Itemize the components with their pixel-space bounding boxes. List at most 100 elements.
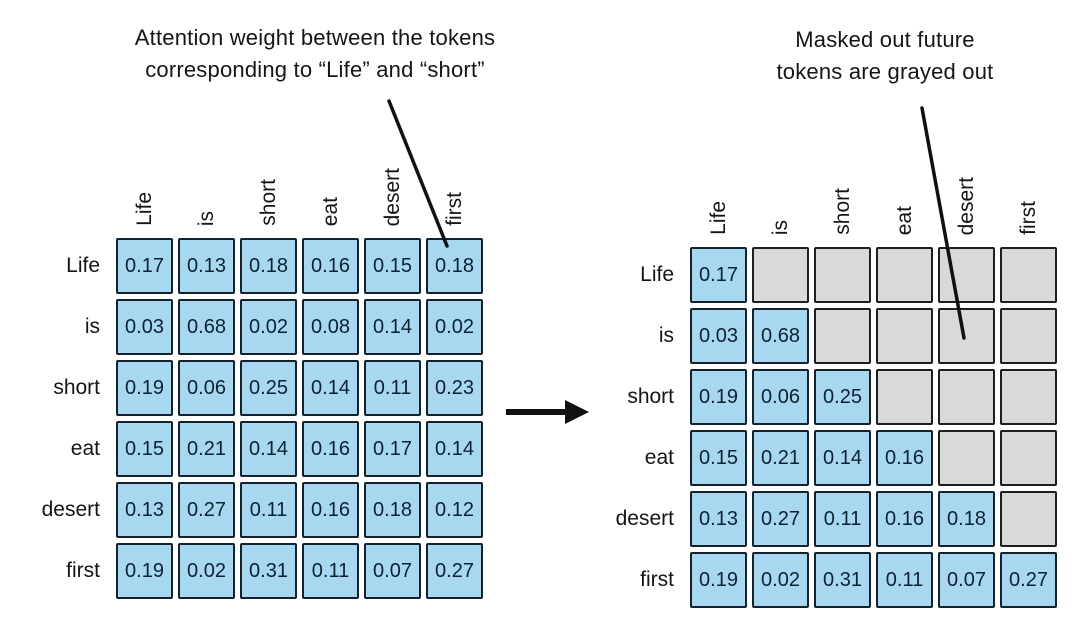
column-header-eat: eat <box>876 156 933 242</box>
masked-cell <box>938 308 995 364</box>
masked-cell <box>814 247 871 303</box>
column-header-label: is <box>768 219 792 235</box>
value-cell: 0.19 <box>690 369 747 425</box>
value-cell: 0.07 <box>364 543 421 599</box>
row-label-Life: Life <box>66 254 100 277</box>
value-cell: 0.06 <box>178 360 235 416</box>
column-header-label: eat <box>318 196 342 226</box>
value-cell: 0.15 <box>364 238 421 294</box>
value-cell: 0.16 <box>876 430 933 486</box>
value-cell: 0.02 <box>752 552 809 608</box>
row-label-short: short <box>627 385 674 408</box>
left-annotation: Attention weight between the tokens corr… <box>75 22 555 86</box>
masked-cell <box>876 247 933 303</box>
masked-cell <box>752 247 809 303</box>
row-label-desert: desert <box>41 498 100 521</box>
column-header-label: first <box>442 192 466 226</box>
value-cell: 0.27 <box>752 491 809 547</box>
row-label-is: is <box>84 315 100 338</box>
masked-cell <box>814 308 871 364</box>
column-header-desert: desert <box>364 147 421 233</box>
column-header-Life: Life <box>690 156 747 242</box>
value-cell: 0.12 <box>426 482 483 538</box>
value-cell: 0.23 <box>426 360 483 416</box>
value-cell: 0.11 <box>240 482 297 538</box>
masked-cell <box>938 369 995 425</box>
right-annotation-line2: tokens are grayed out <box>776 58 994 84</box>
matrix-corner <box>31 147 111 233</box>
masked-cell <box>876 308 933 364</box>
value-cell: 0.21 <box>752 430 809 486</box>
value-cell: 0.14 <box>364 299 421 355</box>
value-cell: 0.13 <box>178 238 235 294</box>
value-cell: 0.68 <box>752 308 809 364</box>
value-cell: 0.15 <box>690 430 747 486</box>
value-cell: 0.17 <box>364 421 421 477</box>
value-cell: 0.14 <box>814 430 871 486</box>
value-cell: 0.11 <box>302 543 359 599</box>
masked-cell <box>938 430 995 486</box>
value-cell: 0.11 <box>814 491 871 547</box>
left-annotation-line2: corresponding to “Life” and “short” <box>145 56 485 82</box>
masked-cell <box>1000 247 1057 303</box>
value-cell: 0.16 <box>302 238 359 294</box>
masked-cell <box>1000 308 1057 364</box>
column-header-label: first <box>1016 201 1040 235</box>
row-label-desert: desert <box>615 507 674 530</box>
value-cell: 0.16 <box>876 491 933 547</box>
column-header-label: short <box>256 179 280 226</box>
value-cell: 0.02 <box>426 299 483 355</box>
row-label-eat: eat <box>70 437 100 460</box>
row-label-Life: Life <box>640 263 674 286</box>
value-cell: 0.02 <box>240 299 297 355</box>
value-cell: 0.11 <box>364 360 421 416</box>
value-cell: 0.03 <box>690 308 747 364</box>
value-cell: 0.11 <box>876 552 933 608</box>
column-header-eat: eat <box>302 147 359 233</box>
row-label-eat: eat <box>644 446 674 469</box>
value-cell: 0.06 <box>752 369 809 425</box>
matrix-corner <box>605 156 685 242</box>
value-cell: 0.68 <box>178 299 235 355</box>
value-cell: 0.19 <box>116 360 173 416</box>
value-cell: 0.14 <box>426 421 483 477</box>
masked-cell <box>876 369 933 425</box>
column-header-is: is <box>752 156 809 242</box>
column-header-label: short <box>830 188 854 235</box>
column-header-label: desert <box>954 176 978 235</box>
value-cell: 0.08 <box>302 299 359 355</box>
masked-cell <box>1000 369 1057 425</box>
column-header-label: Life <box>706 201 730 235</box>
value-cell: 0.31 <box>240 543 297 599</box>
value-cell: 0.19 <box>690 552 747 608</box>
row-label-first: first <box>640 568 674 591</box>
column-header-label: Life <box>132 192 156 226</box>
column-header-first: first <box>1000 156 1057 242</box>
value-cell: 0.27 <box>178 482 235 538</box>
value-cell: 0.15 <box>116 421 173 477</box>
column-header-Life: Life <box>116 147 173 233</box>
arrow-icon <box>506 400 589 424</box>
masked-cell <box>938 247 995 303</box>
row-label-first: first <box>66 559 100 582</box>
value-cell: 0.17 <box>116 238 173 294</box>
column-header-label: eat <box>892 205 916 235</box>
value-cell: 0.16 <box>302 482 359 538</box>
masked-cell <box>1000 430 1057 486</box>
value-cell: 0.14 <box>302 360 359 416</box>
value-cell: 0.31 <box>814 552 871 608</box>
column-header-short: short <box>814 156 871 242</box>
value-cell: 0.18 <box>938 491 995 547</box>
value-cell: 0.03 <box>116 299 173 355</box>
column-header-first: first <box>426 147 483 233</box>
value-cell: 0.17 <box>690 247 747 303</box>
value-cell: 0.27 <box>1000 552 1057 608</box>
column-header-is: is <box>178 147 235 233</box>
value-cell: 0.18 <box>240 238 297 294</box>
value-cell: 0.25 <box>814 369 871 425</box>
value-cell: 0.25 <box>240 360 297 416</box>
right-annotation-line1: Masked out future <box>795 27 975 52</box>
